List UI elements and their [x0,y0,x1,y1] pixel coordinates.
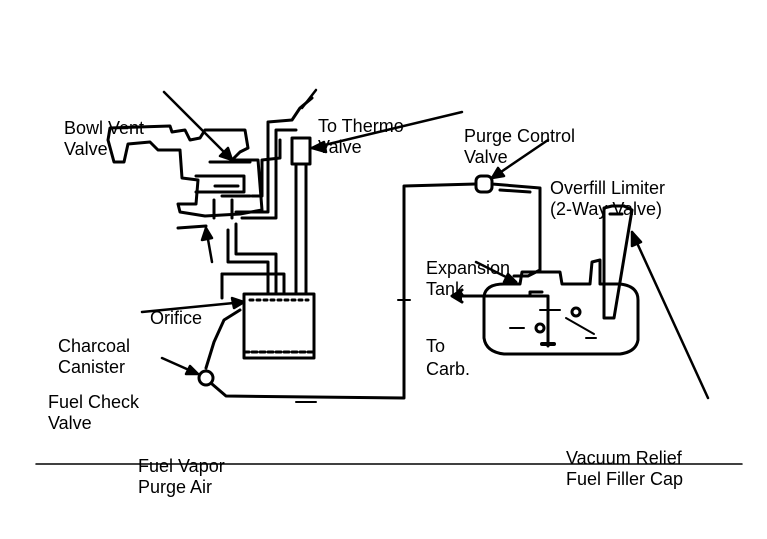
label-overfill-limiter: Overfill Limiter(2-Way Valve) [550,178,666,219]
hoses [220,96,314,300]
callout-arrows [140,88,710,400]
purge-line [197,174,542,403]
to-carb-arrow [450,288,484,304]
fuel-tank [476,204,640,356]
charcoal-canister [242,292,316,360]
label-orifice: Orifice [150,308,203,328]
